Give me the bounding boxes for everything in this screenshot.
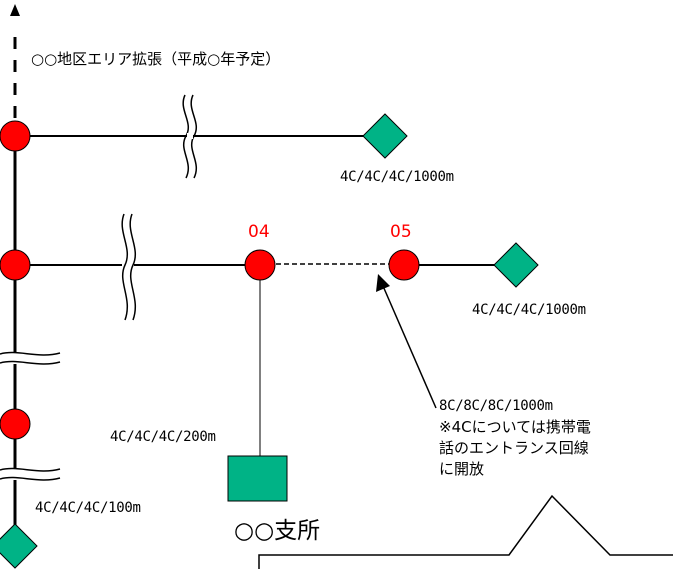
upper-branch-spec: 4C/4C/4C/1000m xyxy=(340,169,454,185)
branch-office-box xyxy=(227,455,288,502)
trunk-node-lower xyxy=(0,408,31,440)
middle-branch-spec: 4C/4C/4C/1000m xyxy=(472,302,586,318)
node-05 xyxy=(388,249,420,281)
note-line-4: に開放 xyxy=(439,460,485,478)
trunk-break-mark-2 xyxy=(0,467,61,472)
middle-break-mark xyxy=(121,213,129,321)
callout-arrow-head-icon xyxy=(376,274,390,292)
branch-office-label: ○○支所 xyxy=(234,518,321,544)
trunk-node-middle xyxy=(0,249,31,281)
callout-balloon-outline xyxy=(258,494,673,569)
callout-arrow-line xyxy=(382,285,437,409)
trunk-break-gap-1 xyxy=(12,352,18,364)
trunk-break-mark-1b xyxy=(0,360,61,365)
upper-break-mark xyxy=(182,94,189,179)
terminal-diamond-middle xyxy=(493,242,539,288)
trunk-lower-spec: 4C/4C/4C/100m xyxy=(35,500,141,516)
trunk-arrow-icon xyxy=(10,4,20,16)
node-04 xyxy=(244,249,276,281)
segment-note: 8C/8C/8C/1000m ※4Cについては携帯電 話のエントランス回線 に開… xyxy=(439,396,591,480)
node-05-label: 05 xyxy=(390,222,412,242)
office-drop-spec: 4C/4C/4C/200m xyxy=(110,429,216,445)
trunk-break-mark-1 xyxy=(0,351,61,356)
upper-break-mark-2 xyxy=(190,94,197,179)
note-line-2: ※4Cについては携帯電 xyxy=(439,418,591,436)
middle-break-mark-2 xyxy=(129,213,137,321)
note-line-1: 8C/8C/8C/1000m xyxy=(439,398,553,414)
expansion-label: ○○地区エリア拡張（平成○年予定） xyxy=(31,50,281,68)
trunk-break-mark-2b xyxy=(0,476,61,481)
middle-break-gap xyxy=(122,262,134,268)
upper-break-gap xyxy=(187,133,193,139)
terminal-diamond-bottom xyxy=(0,523,38,569)
trunk-node-upper xyxy=(0,120,31,152)
node-04-label: 04 xyxy=(248,222,270,242)
trunk-break-gap-2 xyxy=(12,468,18,480)
note-line-3: 話のエントランス回線 xyxy=(439,439,589,457)
terminal-diamond-upper xyxy=(362,113,408,159)
